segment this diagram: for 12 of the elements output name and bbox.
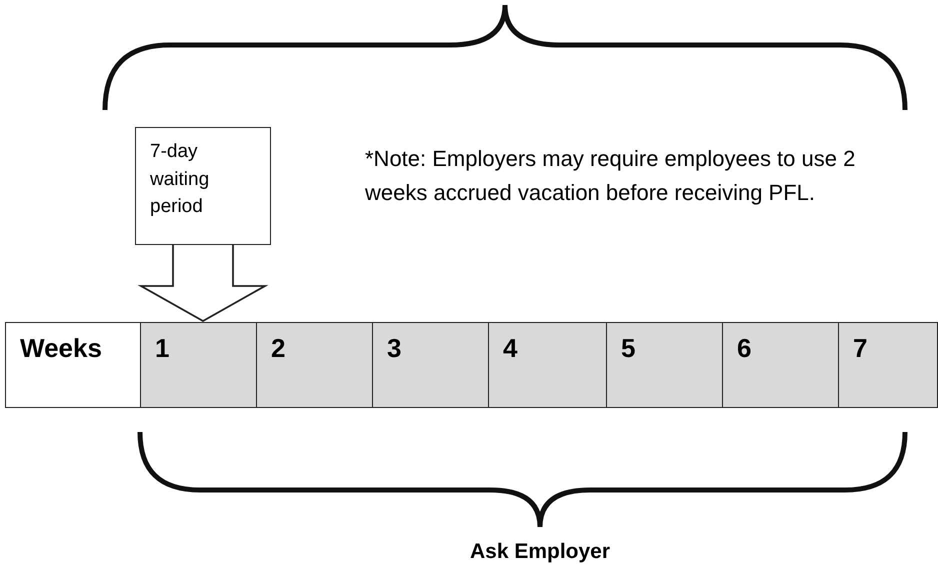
block-arrow	[138, 244, 268, 322]
note-text: *Note: Employers may require employees to use 2 weeks accrued vacation before receiving PFL.	[365, 145, 856, 208]
week-cell: 7	[838, 322, 938, 408]
caption-text: Ask Employer	[468, 540, 612, 564]
week-cell: 6	[722, 322, 839, 408]
week-cell: 4	[488, 322, 607, 408]
callout-box: 7-day waiting period	[135, 127, 271, 245]
week-cell: 2	[256, 322, 373, 408]
week-cell: 5	[606, 322, 723, 408]
week-cell: 3	[372, 322, 489, 408]
week-cell: 1	[140, 322, 257, 408]
row-header: Weeks	[5, 322, 141, 408]
